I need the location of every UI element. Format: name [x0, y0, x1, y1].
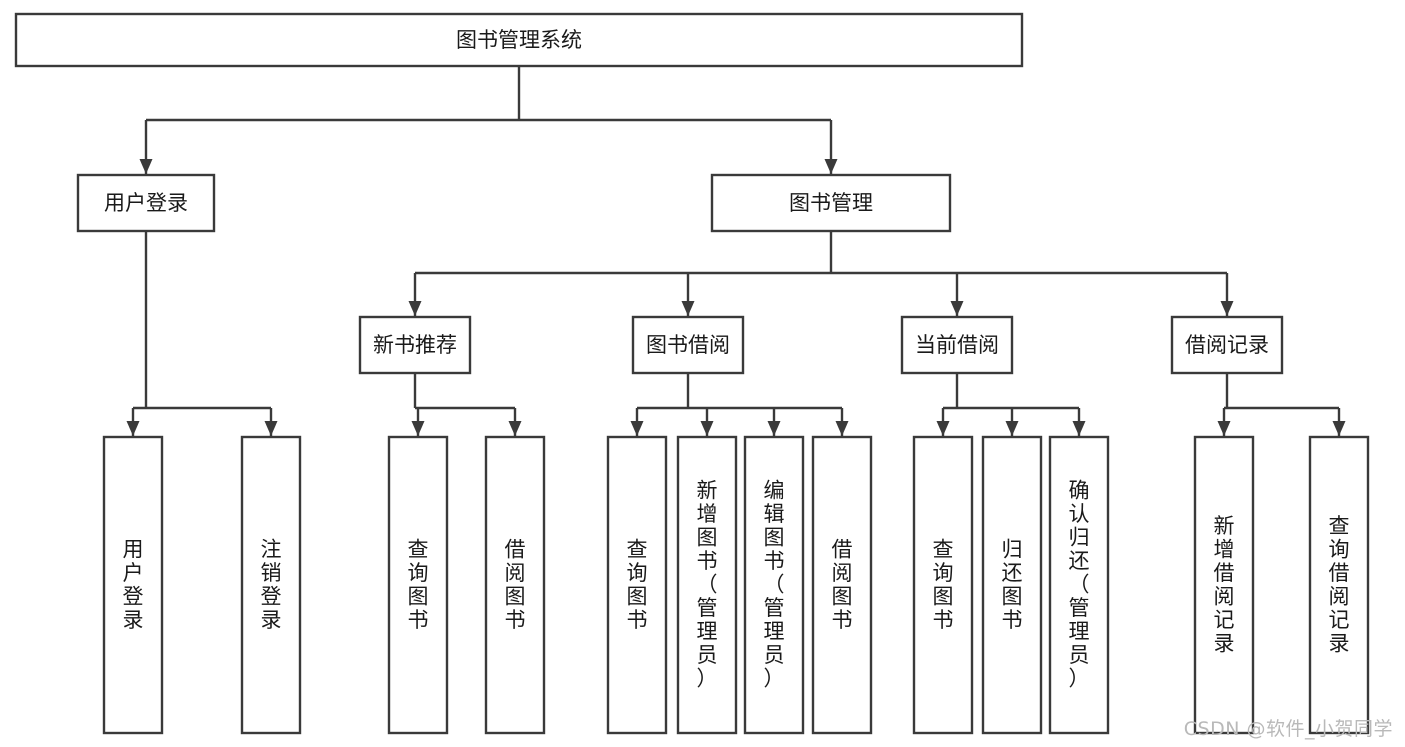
node-label: 当前借阅 — [915, 333, 999, 357]
node-box — [606, 435, 668, 735]
node-label: 新增图书（管理员） — [697, 479, 718, 691]
node-label: 归还图书 — [1002, 537, 1023, 632]
node-box — [631, 315, 745, 375]
arrow-head-icon — [1217, 421, 1231, 436]
arrow-head-icon — [126, 421, 140, 436]
node-box — [102, 435, 164, 735]
node-label: 借阅记录 — [1185, 333, 1269, 357]
arrow-head-icon — [630, 421, 644, 436]
node-level2-1[interactable]: 图书管理 — [710, 173, 952, 233]
node-leaf-12[interactable]: 查询借阅记录 — [1308, 435, 1370, 735]
arrow-head-icon — [1332, 421, 1346, 436]
node-box — [676, 435, 738, 735]
arrow-head-icon — [681, 301, 695, 316]
arrow-head-icon — [411, 421, 425, 436]
node-label: 查询图书 — [933, 537, 954, 632]
node-leaf-10[interactable]: 确认归还（管理员） — [1048, 435, 1110, 735]
node-leaf-1[interactable]: 注销登录 — [240, 435, 302, 735]
node-box — [743, 435, 805, 735]
node-label: 用户登录 — [104, 191, 188, 215]
node-level2-0[interactable]: 用户登录 — [76, 173, 216, 233]
node-label: 借阅图书 — [505, 537, 526, 632]
node-level3-1[interactable]: 图书借阅 — [631, 315, 745, 375]
node-label: 查询借阅记录 — [1329, 514, 1350, 656]
watermark-text: CSDN @软件_小贺同学 — [1183, 718, 1393, 740]
node-level3-0[interactable]: 新书推荐 — [358, 315, 472, 375]
arrow-head-icon — [835, 421, 849, 436]
node-label: 编辑图书（管理员） — [764, 479, 785, 691]
node-box — [484, 435, 546, 735]
arrow-head-icon — [767, 421, 781, 436]
node-label: 借阅图书 — [832, 537, 853, 632]
node-root-0[interactable]: 图书管理系统 — [14, 12, 1024, 68]
node-label: 新书推荐 — [373, 333, 457, 357]
node-box — [387, 435, 449, 735]
node-label: 查询图书 — [408, 537, 429, 632]
node-box — [710, 173, 952, 233]
arrow-head-icon — [139, 159, 153, 174]
node-box — [1308, 435, 1370, 735]
arrow-head-icon — [824, 159, 838, 174]
boxes-layer: 图书管理系统用户登录图书管理新书推荐图书借阅当前借阅借阅记录用户登录注销登录查询… — [14, 12, 1370, 735]
node-leaf-7[interactable]: 借阅图书 — [811, 435, 873, 735]
node-leaf-6[interactable]: 编辑图书（管理员） — [743, 435, 805, 735]
arrow-head-icon — [408, 301, 422, 316]
arrow-head-icon — [264, 421, 278, 436]
node-level3-3[interactable]: 借阅记录 — [1170, 315, 1284, 375]
node-leaf-0[interactable]: 用户登录 — [102, 435, 164, 735]
node-box — [14, 12, 1024, 68]
arrow-head-icon — [950, 301, 964, 316]
node-box — [1170, 315, 1284, 375]
connectors-layer — [126, 66, 1346, 436]
node-box — [900, 315, 1014, 375]
arrow-head-icon — [1072, 421, 1086, 436]
node-label: 用户登录 — [123, 537, 144, 632]
node-box — [981, 435, 1043, 735]
node-box — [912, 435, 974, 735]
node-level3-2[interactable]: 当前借阅 — [900, 315, 1014, 375]
node-label: 注销登录 — [261, 537, 282, 632]
node-leaf-2[interactable]: 查询图书 — [387, 435, 449, 735]
arrow-head-icon — [700, 421, 714, 436]
node-leaf-3[interactable]: 借阅图书 — [484, 435, 546, 735]
arrow-head-icon — [936, 421, 950, 436]
node-leaf-4[interactable]: 查询图书 — [606, 435, 668, 735]
node-label: 图书管理 — [789, 191, 873, 215]
node-box — [358, 315, 472, 375]
arrow-head-icon — [1005, 421, 1019, 436]
node-label: 确认归还（管理员） — [1069, 479, 1090, 691]
node-label: 查询图书 — [627, 537, 648, 632]
node-label: 图书管理系统 — [456, 28, 582, 52]
arrow-head-icon — [1220, 301, 1234, 316]
node-leaf-5[interactable]: 新增图书（管理员） — [676, 435, 738, 735]
node-box — [76, 173, 216, 233]
node-box — [240, 435, 302, 735]
node-leaf-11[interactable]: 新增借阅记录 — [1193, 435, 1255, 735]
node-label: 新增借阅记录 — [1214, 514, 1235, 656]
node-box — [1048, 435, 1110, 735]
node-box — [811, 435, 873, 735]
node-box — [1193, 435, 1255, 735]
node-leaf-9[interactable]: 归还图书 — [981, 435, 1043, 735]
node-leaf-8[interactable]: 查询图书 — [912, 435, 974, 735]
node-label: 图书借阅 — [646, 333, 730, 357]
arrow-head-icon — [508, 421, 522, 436]
